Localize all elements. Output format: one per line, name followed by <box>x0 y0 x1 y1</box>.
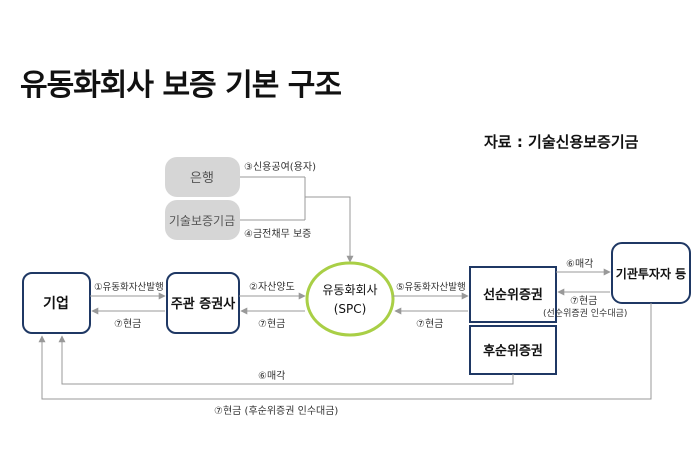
spc-label-line1: 유동화회사 <box>322 283 377 297</box>
credit-line-label: ③신용공여(용자) <box>244 161 316 173</box>
credit-arrow-to-spc <box>305 196 354 263</box>
sale-label-6a: ⑥매각 <box>566 258 593 270</box>
kibo-label: 기술보증기금 <box>169 214 235 228</box>
lead-broker-node: 주관 증권사 <box>166 272 240 334</box>
bank-node: 은행 <box>165 157 240 197</box>
kibo-box <box>165 200 240 240</box>
asset-transfer-label: ②자산양도 <box>249 281 295 293</box>
page-title: 유동화회사 보증 기본 구조 <box>20 68 342 103</box>
issue-label-1: ①유동화자산발행 <box>94 281 164 293</box>
senior-node: 선순위증권 <box>469 266 557 323</box>
cash-senior-label: ⑦현금 <box>570 295 597 307</box>
debt-guarantee-label: ④금전채무 보증 <box>244 228 311 240</box>
issue-label-5: ⑤유동화자산발행 <box>396 281 466 293</box>
institutional-label: 기관투자자 등 <box>616 266 686 281</box>
cash-senior-note: (선순위증권 인수대금) <box>543 307 627 319</box>
subordinate-box <box>469 325 557 375</box>
sale-label-6b: ⑥매각 <box>258 370 285 382</box>
subordinate-label: 후순위증권 <box>483 343 543 359</box>
spc-node: 유동화회사 (SPC) <box>305 261 395 337</box>
cash-label-1: ⑦현금 <box>114 318 141 330</box>
cash-arrow-sub <box>38 303 652 400</box>
institutional-node: 기관투자자 등 <box>611 242 691 304</box>
cash-label-2: ⑦현금 <box>258 318 285 330</box>
spc-label-line2: (SPC) <box>334 302 367 316</box>
spc-ellipse <box>305 261 395 337</box>
kibo-node: 기술보증기금 <box>165 200 240 240</box>
senior-box <box>469 266 557 323</box>
senior-label: 선순위증권 <box>483 287 543 303</box>
cash-label-3: ⑦현금 <box>416 318 443 330</box>
bank-label: 은행 <box>190 170 214 186</box>
cash-sub-label: ⑦현금 (후순위증권 인수대금) <box>214 404 338 417</box>
subordinate-node: 후순위증권 <box>469 325 557 375</box>
company-label: 기업 <box>43 296 69 312</box>
lead-broker-box <box>166 272 240 334</box>
lead-broker-label: 주관 증권사 <box>171 296 235 312</box>
sale-arrow-6b <box>58 335 514 385</box>
company-node: 기업 <box>22 272 91 334</box>
bank-box <box>165 157 240 197</box>
company-box <box>22 272 91 334</box>
source-caption: 자료 : 기술신용보증기금 <box>484 133 639 151</box>
